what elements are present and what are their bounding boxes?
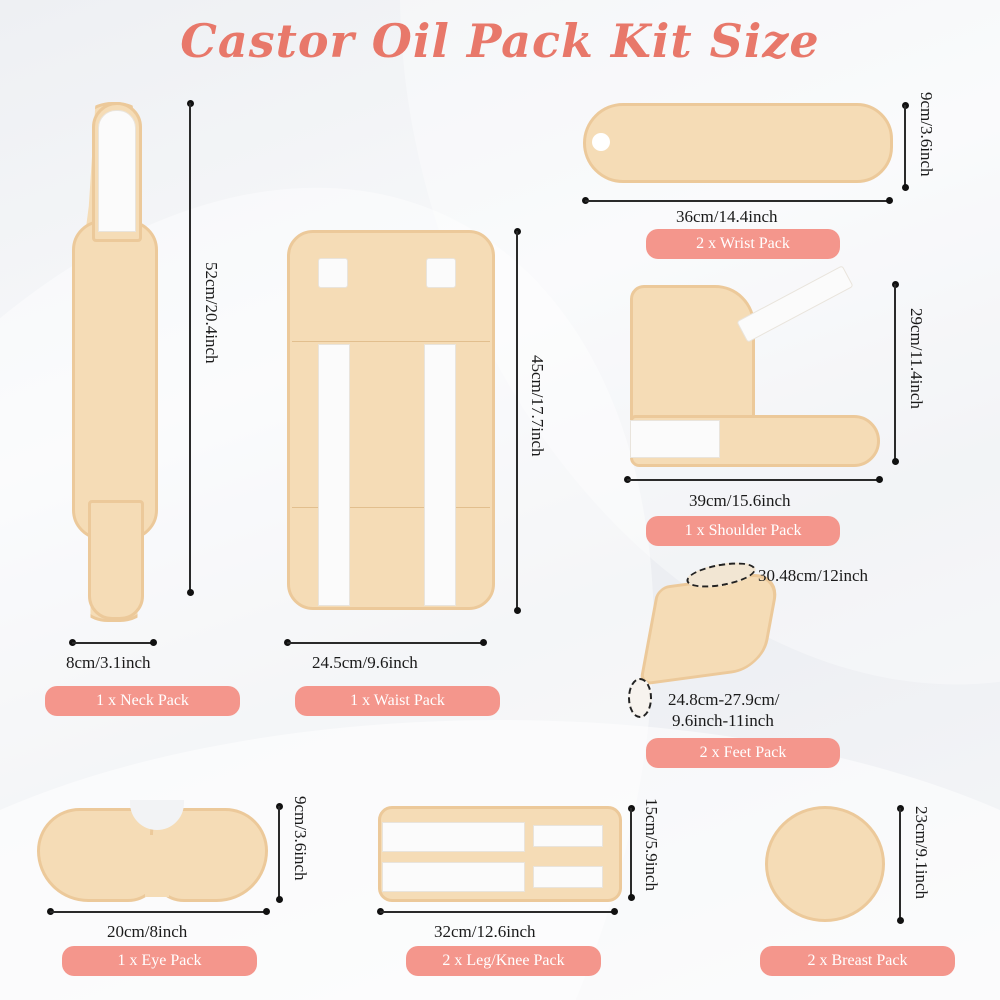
neck-width-line: [72, 642, 156, 644]
dimension-dot: [514, 607, 521, 614]
waist-pack-badge: 1 x Waist Pack: [295, 686, 500, 716]
shoulder-pack-badge: 1 x Shoulder Pack: [646, 516, 840, 546]
neck-width-label: 8cm/3.1inch: [66, 653, 151, 672]
shoulder-height-line: [894, 284, 896, 462]
feet-ankle-label: 30.48cm/12inch: [758, 566, 869, 585]
dimension-dot: [611, 908, 618, 915]
wrist-hole: [592, 133, 610, 151]
dimension-dot: [150, 639, 157, 646]
waist-length-line: [516, 231, 518, 611]
waist-buckle-left: [318, 258, 348, 288]
wrist-length-label: 36cm/14.4inch: [676, 207, 778, 226]
feet-foot-label-line1: 24.8cm-27.9cm/: [668, 690, 780, 709]
waist-width-line: [287, 642, 485, 644]
waist-length-label: 45cm/17.7inch: [528, 355, 547, 457]
eye-width-label: 20cm/8inch: [107, 922, 188, 941]
feet-pack-badge: 2 x Feet Pack: [646, 738, 840, 768]
dimension-dot: [892, 458, 899, 465]
page-title: Castor Oil Pack Kit Size: [180, 14, 820, 68]
shoulder-width-line: [627, 479, 880, 481]
shoulder-velcro: [630, 420, 720, 458]
dimension-dot: [876, 476, 883, 483]
wrist-length-line: [585, 200, 890, 202]
eye-pack-left-lobe: [37, 808, 162, 902]
waist-velcro-right: [424, 344, 456, 606]
eye-width-line: [50, 911, 268, 913]
leg-height-label: 15cm/5.9inch: [642, 798, 661, 892]
shoulder-strap: [736, 265, 854, 343]
neck-length-label: 52cm/20.4inch: [202, 262, 221, 364]
eye-pack-badge: 1 x Eye Pack: [62, 946, 257, 976]
breast-pack-image: [765, 806, 885, 922]
wrist-height-line: [904, 105, 906, 187]
leg-knee-pack-badge: 2 x Leg/Knee Pack: [406, 946, 601, 976]
dimension-dot: [263, 908, 270, 915]
breast-diameter-label: 23cm/9.1inch: [912, 806, 931, 900]
leg-height-line: [630, 808, 632, 898]
eye-pack-right-lobe: [150, 808, 268, 902]
waist-width-label: 24.5cm/9.6inch: [312, 653, 418, 672]
waist-velcro-left: [318, 344, 350, 606]
leg-velcro-top-long: [382, 822, 525, 852]
neck-pack-bottom: [88, 500, 144, 620]
waist-seam-bottom: [292, 507, 490, 508]
waist-buckle-right: [426, 258, 456, 288]
dimension-dot: [902, 184, 909, 191]
feet-pack-image: [638, 570, 782, 686]
dimension-dot: [886, 197, 893, 204]
leg-velcro-top-short: [533, 825, 603, 847]
dimension-dot: [187, 589, 194, 596]
leg-width-line: [380, 911, 616, 913]
neck-pack-badge: 1 x Neck Pack: [45, 686, 240, 716]
shoulder-height-label: 29cm/11.4inch: [907, 308, 926, 409]
dimension-dot: [897, 917, 904, 924]
neck-length-line: [189, 103, 191, 593]
dimension-dot: [480, 639, 487, 646]
leg-velcro-bottom-short: [533, 866, 603, 888]
wrist-pack-badge: 2 x Wrist Pack: [646, 229, 840, 259]
breast-diameter-line: [899, 808, 901, 920]
eye-pack-center: [145, 835, 169, 897]
leg-width-label: 32cm/12.6inch: [434, 922, 536, 941]
dimension-dot: [276, 896, 283, 903]
eye-height-line: [278, 806, 280, 900]
breast-pack-badge: 2 x Breast Pack: [760, 946, 955, 976]
neck-velcro: [98, 110, 136, 232]
feet-foot-label-line2: 9.6inch-11inch: [672, 711, 774, 730]
waist-seam-top: [292, 341, 490, 342]
eye-height-label: 9cm/3.6inch: [291, 796, 310, 881]
wrist-pack-image: [583, 103, 893, 183]
feet-toe-opening: [628, 678, 652, 718]
shoulder-width-label: 39cm/15.6inch: [689, 491, 791, 510]
wrist-height-label: 9cm/3.6inch: [917, 92, 936, 177]
leg-velcro-bottom-long: [382, 862, 525, 892]
neck-pack-body: [72, 220, 158, 540]
dimension-dot: [628, 894, 635, 901]
